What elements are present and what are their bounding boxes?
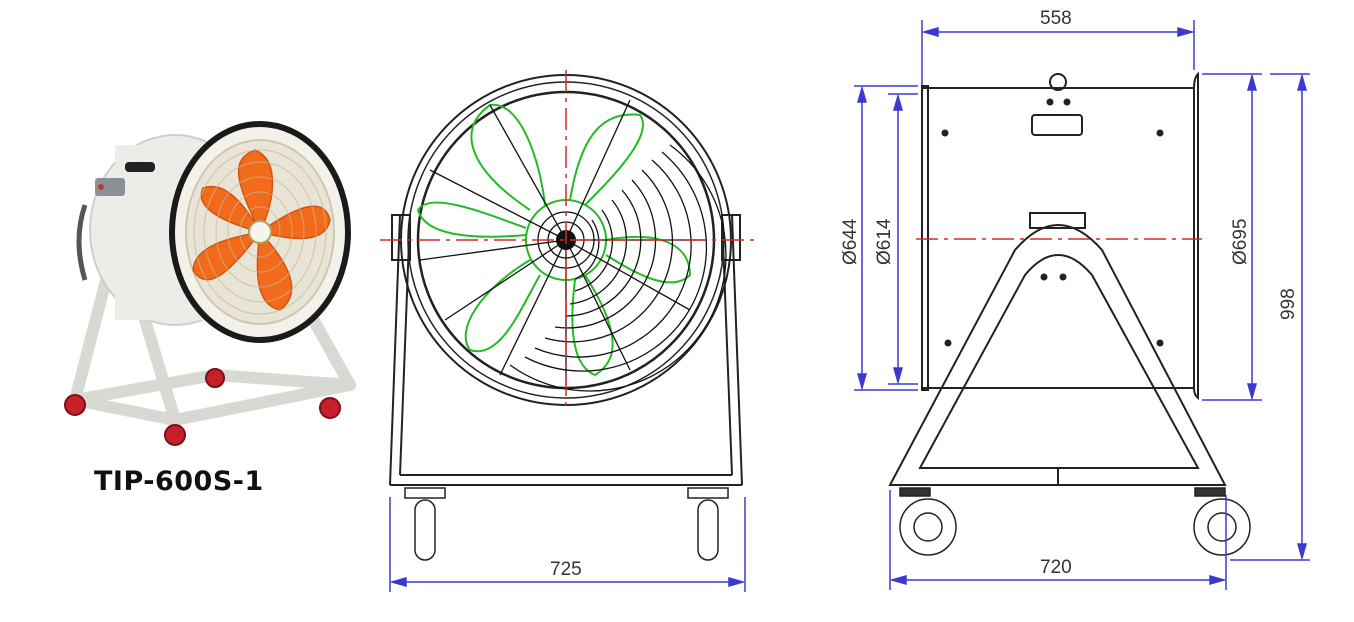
caster-wheels (64, 368, 341, 446)
side-body-outline (921, 71, 1199, 401)
side-bolts (941, 98, 1164, 347)
model-number-label: TIP-600S-1 (94, 466, 264, 497)
product-photo (55, 120, 365, 460)
height-998-label: 998 (1278, 288, 1299, 320)
side-dimensions (854, 20, 1310, 590)
front-casters (404, 487, 729, 561)
base-width-720-label: 720 (1040, 557, 1072, 578)
diameter-644-label: Ø644 (840, 218, 861, 265)
center-lines (380, 70, 760, 410)
width-725-label: 725 (550, 559, 582, 580)
fan-photo-illustration (64, 121, 356, 446)
depth-558-label: 558 (1040, 8, 1072, 29)
width-dimension (389, 497, 746, 592)
front-view-drawing: 725 (370, 60, 780, 610)
diameter-614-label: Ø614 (874, 218, 895, 265)
side-view-drawing: 558 720 Ø644 Ø614 Ø695 998 (830, 0, 1330, 610)
front-stand-frame (389, 214, 743, 486)
fan-guard-grill (419, 99, 727, 392)
side-casters (899, 487, 1251, 556)
side-a-frame-stand (888, 212, 1227, 486)
diameter-695-label: Ø695 (1230, 219, 1251, 265)
